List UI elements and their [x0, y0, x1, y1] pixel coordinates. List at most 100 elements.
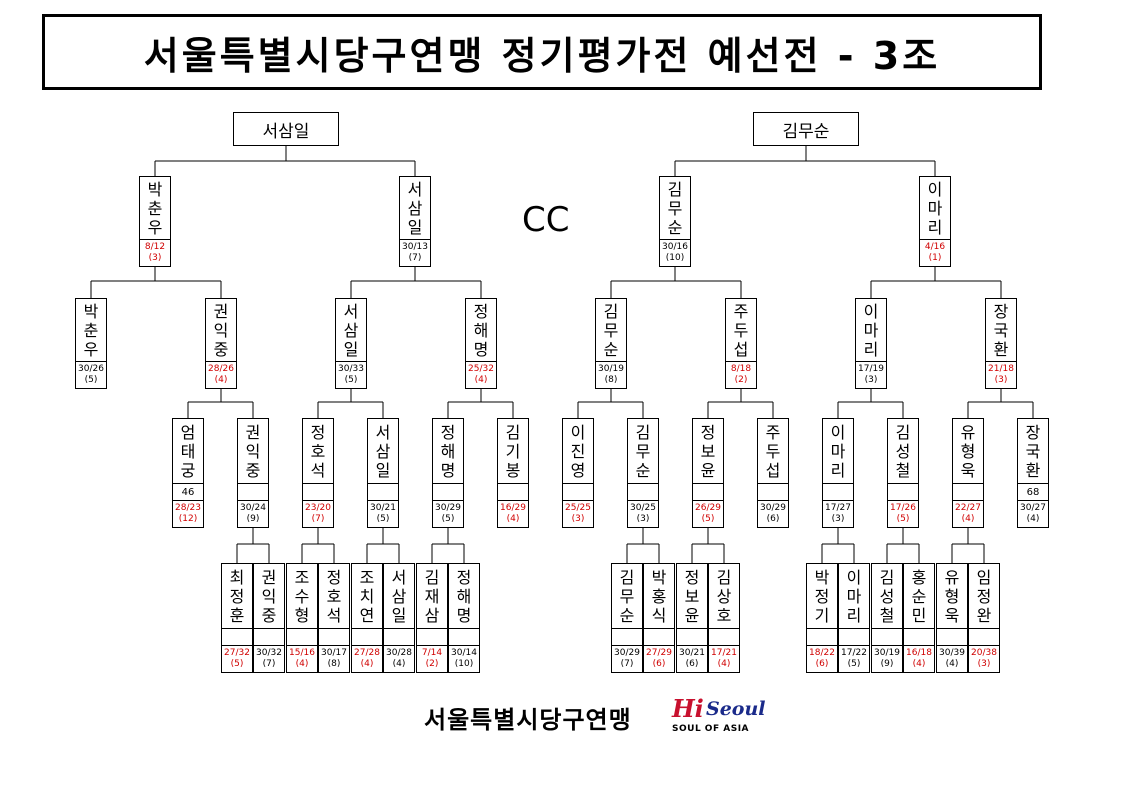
- player-name-char: 영: [570, 460, 586, 480]
- score-cell: 8/18(2): [726, 361, 756, 388]
- player-name-char: 서: [407, 179, 423, 199]
- score-value: 28/26: [208, 364, 234, 374]
- player-name-char: 성: [879, 586, 895, 606]
- player-name-char: 국: [993, 320, 1009, 340]
- handicap-number: [222, 628, 252, 645]
- player-name-char: 박: [814, 567, 830, 587]
- player-name-char: 마: [863, 320, 879, 340]
- inning-count: (5): [230, 659, 244, 669]
- inning-count: (2): [425, 659, 439, 669]
- player-name-char: 김: [505, 422, 521, 442]
- score-cell: 22/27(4): [953, 500, 983, 527]
- player-name-char: 철: [895, 460, 911, 480]
- handicap-number: [287, 628, 317, 645]
- player-name-char: 정: [814, 586, 830, 606]
- player-name-char: 정: [326, 567, 342, 587]
- player-name-char: 마: [830, 441, 846, 461]
- inning-count: (6): [652, 659, 666, 669]
- score-cell: 27/28(4): [352, 645, 382, 672]
- player-name-char: 박: [83, 301, 99, 321]
- score-value: 27/29: [646, 648, 672, 658]
- inning-count: (5): [441, 514, 455, 524]
- player-name-char: 임: [976, 567, 992, 587]
- inning-count: (1): [928, 253, 942, 263]
- player-name-char: 일: [391, 605, 407, 625]
- score-value: 30/13: [402, 242, 428, 252]
- player-name-char: 리: [863, 339, 879, 359]
- player-name-char: 중: [213, 339, 229, 359]
- root-player-name: 김무순: [782, 121, 830, 142]
- score-value: 30/17: [321, 648, 347, 658]
- logo-hi-text: Hi: [672, 694, 704, 723]
- inning-count: (4): [912, 659, 926, 669]
- player-name-char: 재: [424, 586, 440, 606]
- inning-count: (4): [392, 659, 406, 669]
- inning-count: (5): [847, 659, 861, 669]
- score-value: 20/38: [971, 648, 997, 658]
- score-cell: 30/32(7): [254, 645, 284, 672]
- player-name-char: 삼: [375, 441, 391, 461]
- player-name-char: 순: [911, 586, 927, 606]
- player-name-char: 정: [684, 567, 700, 587]
- player-name-char: 정: [229, 586, 245, 606]
- player-name-char: 해: [456, 586, 472, 606]
- player-name-char: 무: [619, 586, 635, 606]
- player-name-char: 이: [846, 567, 862, 587]
- inning-count: (4): [295, 659, 309, 669]
- player-name-char: 정: [976, 586, 992, 606]
- handicap-number: [677, 628, 707, 645]
- handicap-number: [693, 483, 723, 500]
- player-name-char: 일: [375, 460, 391, 480]
- handicap-number: 68: [1018, 483, 1048, 500]
- score-cell: 20/38(3): [969, 645, 999, 672]
- root-player-name: 서삼일: [262, 121, 310, 142]
- score-value: 30/29: [760, 503, 786, 513]
- inning-count: (7): [311, 514, 325, 524]
- handicap-number: 46: [173, 483, 203, 500]
- score-value: 17/27: [825, 503, 851, 513]
- player-name-char: 리: [846, 605, 862, 625]
- score-value: 28/23: [175, 503, 201, 513]
- handicap-number: [823, 483, 853, 500]
- player-name-char: 익: [213, 320, 229, 340]
- handicap-number: [644, 628, 674, 645]
- score-cell: 8/12(3): [140, 239, 170, 266]
- inning-count: (4): [214, 375, 228, 385]
- score-value: 30/29: [614, 648, 640, 658]
- footer-org-name: 서울특별시당구연맹: [424, 706, 632, 734]
- player-name-char: 섭: [733, 339, 749, 359]
- player-name-char: 김: [619, 567, 635, 587]
- player-name-char: 수: [294, 586, 310, 606]
- player-name-char: 김: [716, 567, 732, 587]
- player-name-char: 윤: [700, 460, 716, 480]
- score-value: 16/29: [500, 503, 526, 513]
- player-name-char: 유: [960, 422, 976, 442]
